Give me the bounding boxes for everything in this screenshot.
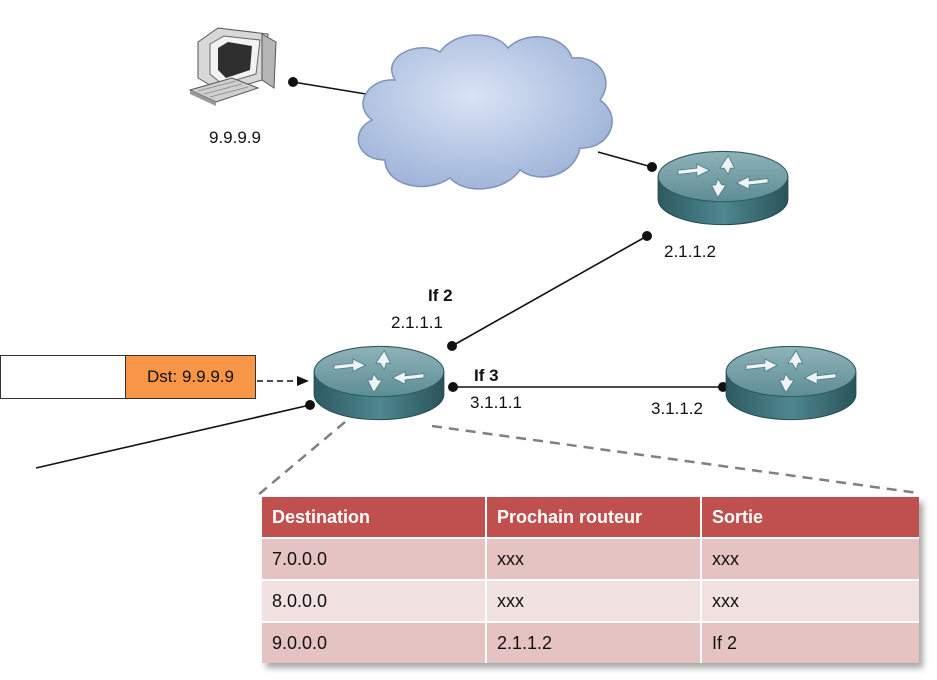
cell-next-hop: xxx <box>486 537 702 580</box>
packet: Dst: 9.9.9.9 <box>0 355 256 399</box>
packet-payload <box>1 356 126 398</box>
cell-next-hop: 2.1.1.2 <box>486 621 702 663</box>
table-row: 8.0.0.0 xxx xxx <box>262 579 919 622</box>
col-output: Sortie <box>701 497 919 538</box>
dot-top-router <box>647 162 657 172</box>
router-right-icon <box>725 345 857 421</box>
cell-output: xxx <box>701 537 919 580</box>
dot-if2 <box>447 341 457 351</box>
routing-table: Destination Prochain routeur Sortie 7.0.… <box>262 497 919 663</box>
if3-ip-label: 3.1.1.1 <box>470 393 522 412</box>
routing-table-header-row: Destination Prochain routeur Sortie <box>262 497 919 538</box>
cell-destination: 8.0.0.0 <box>262 579 487 622</box>
cloud-icon <box>357 34 613 190</box>
if2-name-label: If 2 <box>428 286 453 305</box>
cell-output: If 2 <box>701 621 919 663</box>
table-row: 7.0.0.0 xxx xxx <box>262 537 919 580</box>
cell-destination: 9.0.0.0 <box>262 621 487 663</box>
col-next-hop: Prochain routeur <box>486 497 702 538</box>
router-top-icon <box>657 150 789 226</box>
link-host-cloud <box>292 81 373 96</box>
zoom-line-left <box>257 421 346 496</box>
cell-next-hop: xxx <box>486 579 702 622</box>
zoom-line-right <box>431 424 919 495</box>
dot-if3 <box>448 382 458 392</box>
cell-output: xxx <box>701 579 919 622</box>
if3-name-label: If 3 <box>474 366 499 385</box>
dot-host <box>288 77 298 87</box>
computer-icon <box>188 27 277 106</box>
dot-right-router <box>718 382 728 392</box>
router-main-icon <box>313 345 445 421</box>
packet-arrowhead <box>297 376 309 386</box>
link-cloud-top-router <box>597 151 653 168</box>
dot-incoming <box>305 400 315 410</box>
host-ip-label: 9.9.9.9 <box>209 128 261 147</box>
router-top-ip-label: 2.1.1.2 <box>664 242 716 261</box>
link-top-to-main-router <box>451 235 648 347</box>
dot-top-router-down <box>642 231 652 241</box>
packet-dst-header: Dst: 9.9.9.9 <box>126 356 255 398</box>
cell-destination: 7.0.0.0 <box>262 537 487 580</box>
if2-ip-label: 2.1.1.1 <box>391 313 443 332</box>
table-row: 9.0.0.0 2.1.1.2 If 2 <box>262 621 919 663</box>
router-right-ip-label: 3.1.1.2 <box>651 399 703 418</box>
col-destination: Destination <box>262 497 487 538</box>
incoming-link <box>35 404 311 469</box>
